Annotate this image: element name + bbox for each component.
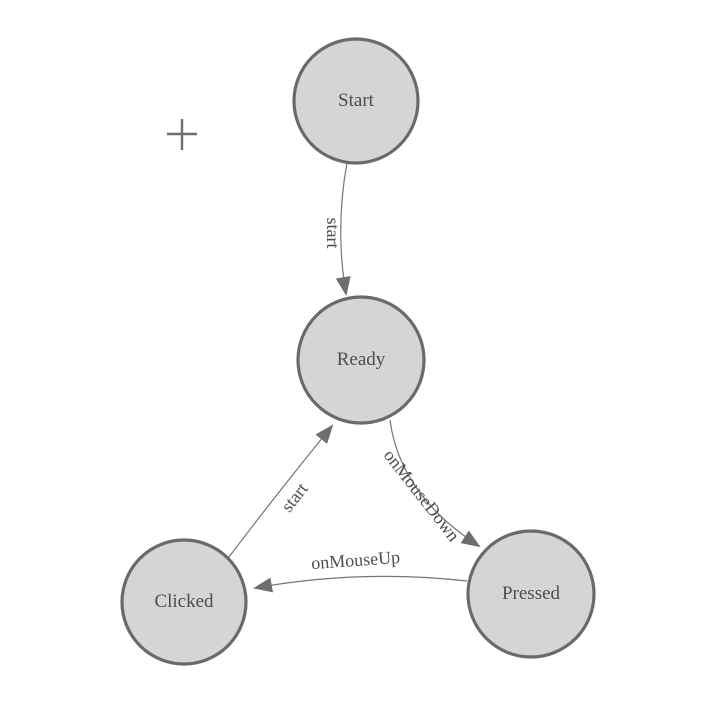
node-pressed-circle[interactable] bbox=[466, 529, 596, 659]
node-pressed: Pressed bbox=[466, 529, 596, 659]
node-start-label: Start bbox=[338, 90, 375, 111]
edge-clicked-to-ready-line[interactable] bbox=[228, 424, 334, 558]
edge-clicked-to-ready: start bbox=[228, 424, 334, 558]
plus-crosshair-icon bbox=[167, 119, 197, 150]
edge-start-to-ready-line[interactable] bbox=[335, 162, 351, 296]
node-start-circle[interactable] bbox=[292, 37, 420, 165]
edge-clicked-to-ready-label: start bbox=[277, 479, 312, 516]
node-ready-circle[interactable] bbox=[296, 295, 426, 425]
node-clicked: Clicked bbox=[120, 538, 248, 666]
edge-ready-to-pressed: onMouseDown bbox=[380, 419, 481, 548]
edge-ready-to-pressed-line[interactable] bbox=[389, 419, 481, 548]
edge-pressed-to-clicked: onMouseUp bbox=[253, 547, 468, 593]
node-clicked-circle[interactable] bbox=[120, 538, 248, 666]
node-ready: Ready bbox=[296, 295, 426, 425]
edge-pressed-to-clicked-line[interactable] bbox=[253, 575, 468, 593]
edge-start-to-ready: start bbox=[323, 162, 351, 296]
node-ready-label: Ready bbox=[337, 349, 386, 370]
edge-ready-to-pressed-label: onMouseDown bbox=[380, 445, 464, 545]
edge-start-to-ready-label: start bbox=[323, 218, 343, 249]
node-start: Start bbox=[292, 37, 420, 165]
node-clicked-label: Clicked bbox=[154, 591, 214, 612]
node-pressed-label: Pressed bbox=[502, 583, 561, 604]
edge-pressed-to-clicked-label: onMouseUp bbox=[310, 547, 400, 573]
